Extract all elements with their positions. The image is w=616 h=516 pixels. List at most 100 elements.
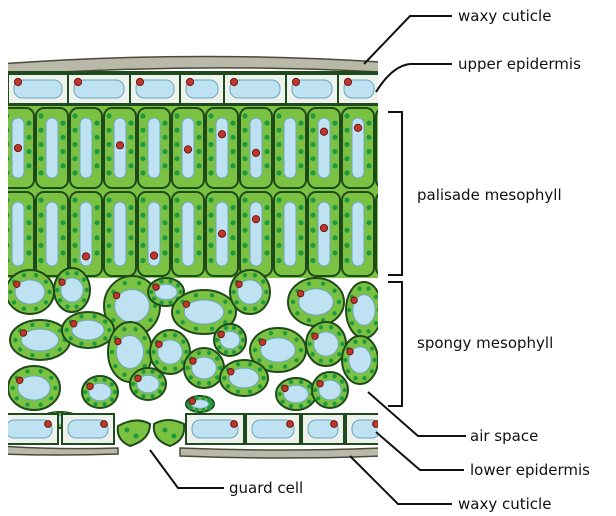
chloroplast: [197, 381, 201, 385]
spongy-cell: [54, 268, 90, 312]
chloroplast: [242, 243, 247, 248]
chloroplast: [128, 121, 133, 126]
chloroplast: [264, 121, 269, 126]
chloroplast: [196, 163, 201, 168]
chloroplast: [343, 358, 347, 362]
vacuole: [12, 202, 24, 266]
chloroplast: [110, 397, 114, 401]
chloroplast: [344, 197, 349, 202]
chloroplast: [162, 220, 167, 225]
spongy-cell: [220, 360, 268, 396]
nucleus: [252, 149, 259, 156]
chloroplast: [158, 389, 162, 393]
chloroplast: [92, 314, 96, 318]
chloroplast: [253, 273, 257, 277]
nucleus: [135, 375, 141, 381]
vacuole: [250, 202, 262, 266]
chloroplast: [289, 404, 293, 408]
label-upper-epidermis: upper epidermis: [458, 55, 581, 73]
chloroplast: [217, 345, 221, 349]
chloroplast: [264, 220, 269, 225]
chloroplast: [344, 228, 349, 233]
chloroplast: [72, 170, 77, 175]
chloroplast: [196, 220, 201, 225]
chloroplast: [264, 205, 269, 210]
leader-waxy-cuticle-bottom: [350, 456, 452, 504]
chloroplast: [277, 392, 281, 396]
spongy-cell: [312, 372, 348, 408]
chloroplast: [321, 282, 325, 286]
nucleus: [14, 78, 21, 85]
chloroplast: [248, 389, 252, 393]
chloroplast: [208, 170, 213, 175]
chloroplast: [201, 408, 205, 412]
chloroplast: [344, 142, 349, 147]
nucleus: [354, 124, 361, 131]
chloroplast: [174, 243, 179, 248]
chloroplast: [295, 311, 299, 315]
chloroplast: [353, 340, 357, 344]
nucleus: [186, 78, 193, 85]
chloroplast: [141, 394, 145, 398]
spongy-cell: [62, 312, 114, 348]
chloroplast: [181, 339, 185, 343]
chloroplast: [26, 235, 31, 240]
chloroplast: [344, 156, 349, 161]
chloroplast: [196, 149, 201, 154]
chloroplast: [378, 156, 383, 161]
chloroplast: [173, 333, 177, 337]
chloroplast: [243, 307, 247, 311]
chloroplast: [174, 156, 179, 161]
chloroplast: [311, 352, 315, 356]
spongy-mesophyll: [6, 268, 382, 428]
chloroplast: [107, 304, 111, 308]
chloroplast: [347, 308, 351, 312]
chloroplast: [298, 220, 303, 225]
chloroplast: [232, 350, 236, 354]
chloroplast: [276, 156, 281, 161]
chloroplast: [65, 271, 69, 275]
chloroplast: [307, 384, 311, 388]
chloroplast: [174, 142, 179, 147]
chloroplast: [4, 243, 9, 248]
chloroplast: [344, 213, 349, 218]
nucleus: [183, 301, 189, 307]
vacuole: [46, 202, 58, 266]
spongy-cell: [306, 322, 346, 366]
palisade-bracket: [388, 112, 402, 275]
chloroplast: [140, 258, 145, 263]
chloroplast: [26, 205, 31, 210]
chloroplast: [159, 300, 163, 304]
chloroplast: [93, 378, 97, 382]
chloroplast: [209, 402, 213, 406]
nucleus: [373, 421, 380, 428]
chloroplast: [162, 250, 167, 255]
chloroplast: [38, 369, 42, 373]
chloroplast: [194, 408, 198, 412]
chloroplast: [72, 142, 77, 147]
chloroplast: [123, 281, 127, 285]
chloroplast: [374, 295, 378, 299]
chloroplast: [55, 288, 59, 292]
chloroplast: [44, 279, 48, 283]
chloroplast: [298, 250, 303, 255]
chloroplast: [79, 314, 83, 318]
chloroplast: [94, 149, 99, 154]
chloroplast: [94, 205, 99, 210]
nucleus: [228, 369, 234, 375]
chloroplast: [299, 404, 303, 408]
chloroplast: [141, 370, 145, 374]
chloroplast: [168, 279, 172, 283]
chloroplast: [294, 358, 298, 362]
chloroplast: [189, 406, 193, 410]
chloroplast: [163, 333, 167, 337]
chloroplast: [128, 235, 133, 240]
chloroplast: [26, 149, 31, 154]
chloroplast: [230, 205, 235, 210]
chloroplast: [72, 113, 77, 118]
leader-lower-epidermis: [376, 432, 464, 470]
nucleus: [14, 281, 20, 287]
chloroplast: [60, 235, 65, 240]
nucleus: [189, 398, 195, 404]
